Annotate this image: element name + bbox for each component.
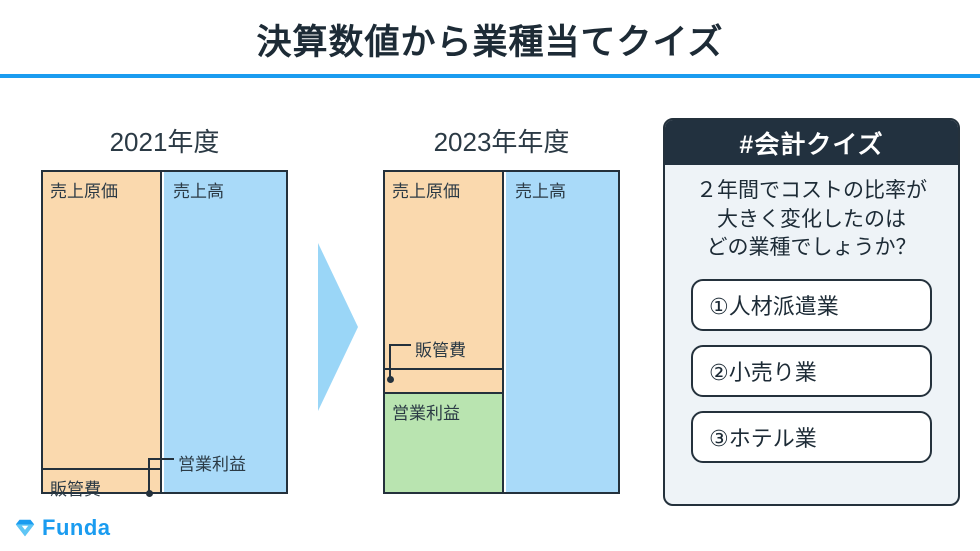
revenue-column-2023: 売上高 bbox=[506, 172, 618, 492]
quiz-panel: #会計クイズ ２年間でコストの比率が 大きく変化したのは どの業種でしょうか？ … bbox=[663, 118, 960, 506]
quiz-option-1-label: ①人材派遣業 bbox=[709, 293, 839, 319]
sga-leader-arm-2023 bbox=[389, 344, 411, 346]
segment-cogs-2023-label: 売上原価 bbox=[392, 182, 460, 201]
transition-arrow-icon bbox=[318, 243, 358, 411]
chart-2021: 売上原価 販管費 売上高 bbox=[41, 170, 288, 499]
quiz-option-3[interactable]: ③ホテル業 bbox=[691, 410, 932, 463]
sga-leader-vert-2023 bbox=[389, 344, 391, 378]
segment-cogs-2023: 売上原価 bbox=[385, 172, 502, 368]
divider-sga-profit-2023 bbox=[385, 392, 502, 394]
segment-profit-2023-label: 営業利益 bbox=[392, 404, 460, 423]
quiz-options: ①人材派遣業 ②小売り業 ③ホテル業 bbox=[665, 278, 958, 463]
divider-cogs-sga-2021 bbox=[43, 468, 160, 470]
profit-leader-dot-2021 bbox=[146, 490, 153, 497]
quiz-option-2[interactable]: ②小売り業 bbox=[691, 344, 932, 397]
callout-sga-2023: 販管費 bbox=[415, 341, 466, 360]
profit-leader-top-2021 bbox=[148, 458, 162, 460]
chart-heading-2021: 2021年度 bbox=[109, 127, 220, 157]
quiz-question: ２年間でコストの比率が 大きく変化したのは どの業種でしょうか？ bbox=[665, 177, 958, 263]
profit-leader-arm-2021 bbox=[162, 458, 174, 460]
cost-column-2021: 売上原価 販管費 bbox=[43, 172, 162, 499]
gem-icon bbox=[15, 519, 35, 537]
quiz-question-line-3: どの業種でしょうか？ bbox=[706, 236, 917, 260]
quiz-option-1[interactable]: ①人材派遣業 bbox=[691, 278, 932, 331]
quiz-option-2-label: ②小売り業 bbox=[709, 359, 817, 385]
segment-profit-2023: 営業利益 bbox=[385, 394, 502, 492]
brand-logo-text: Funda bbox=[42, 515, 111, 540]
page-title: 決算数値から業種当てクイズ bbox=[256, 23, 724, 62]
divider-cogs-sga-2023 bbox=[385, 368, 502, 370]
callout-profit-2021: 営業利益 bbox=[178, 455, 246, 474]
segment-sga-2021-label: 販管費 bbox=[50, 480, 101, 499]
segment-cogs-2021-label: 売上原価 bbox=[50, 182, 118, 201]
title-divider bbox=[0, 74, 980, 78]
segment-sga-2023 bbox=[385, 370, 502, 392]
quiz-header: #会計クイズ bbox=[665, 120, 958, 165]
chart-heading-2023: 2023年年度 bbox=[433, 127, 570, 157]
cost-column-2023: 売上原価 営業利益 bbox=[385, 172, 504, 492]
segment-cogs-2021: 売上原価 bbox=[43, 172, 160, 468]
quiz-option-3-label: ③ホテル業 bbox=[709, 425, 817, 451]
segment-revenue-2021-label: 売上高 bbox=[173, 182, 224, 201]
quiz-question-line-2: 大きく変化したのは bbox=[717, 207, 906, 231]
profit-leader-vert-2021 bbox=[148, 458, 150, 494]
brand-logo: Funda bbox=[14, 515, 111, 541]
quiz-question-line-1: ２年間でコストの比率が bbox=[696, 179, 927, 202]
sga-leader-dot-2023 bbox=[387, 376, 394, 383]
segment-revenue-2023-label: 売上高 bbox=[515, 182, 566, 201]
chart-2023: 売上原価 営業利益 売上高 bbox=[383, 170, 620, 494]
segment-sga-2021: 販管費 bbox=[43, 470, 160, 499]
revenue-column-2021: 売上高 bbox=[164, 172, 286, 492]
